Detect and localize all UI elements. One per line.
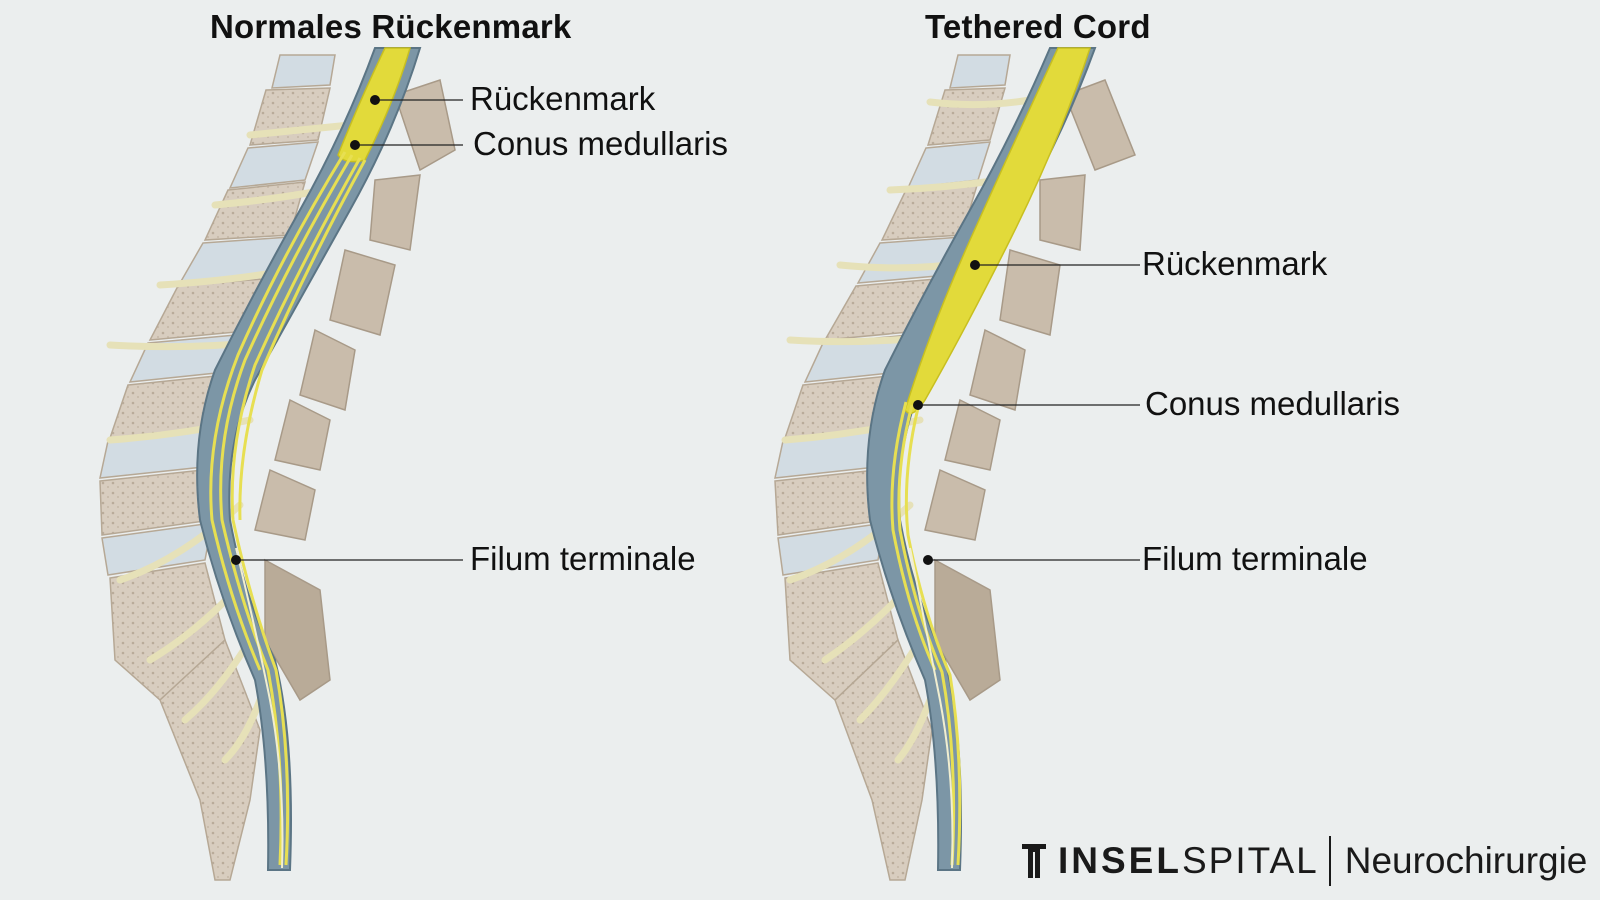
spinal-canal-normal [196, 47, 422, 871]
marker-dot-cord-normal [370, 95, 380, 105]
label-cord-normal: Rückenmark [470, 80, 656, 117]
spine-normal [99, 47, 463, 881]
leader-lines-tethered [918, 264, 1140, 561]
label-cord-tethered: Rückenmark [1142, 245, 1328, 282]
spinous-processes-normal [254, 79, 456, 702]
brand-separator [1328, 836, 1331, 886]
marker-dot-cord-tethered [970, 260, 980, 270]
brand-name-bold: INSEL [1058, 840, 1182, 881]
filum-terminale-tethered [909, 547, 954, 869]
panel-title-tethered: Tethered Cord [925, 8, 1151, 45]
spinal-cord-tethered [904, 47, 1092, 415]
spine-tethered [774, 47, 1140, 881]
spinous-processes-tethered [924, 79, 1136, 702]
brand-department: Neurochirurgie [1344, 840, 1588, 881]
label-filum-normal: Filum terminale [470, 540, 696, 577]
brand-name-light: SPITAL [1181, 840, 1319, 881]
marker-dot-filum-normal [231, 555, 241, 565]
cauda-equina-normal [209, 151, 367, 866]
marker-dot-conus-normal [350, 140, 360, 150]
panel-title-normal: Normales Rückenmark [210, 8, 572, 45]
label-conus-tethered: Conus medullaris [1145, 385, 1400, 422]
leader-lines-normal [236, 99, 463, 561]
filum-terminale-normal [235, 547, 284, 869]
cauda-equina-tethered [890, 401, 962, 866]
label-conus-normal: Conus medullaris [473, 125, 728, 162]
label-filum-tethered: Filum terminale [1142, 540, 1368, 577]
marker-dot-conus-tethered [913, 400, 923, 410]
inselspital-logo-icon [1022, 844, 1046, 878]
marker-dot-filum-tethered [923, 555, 933, 565]
